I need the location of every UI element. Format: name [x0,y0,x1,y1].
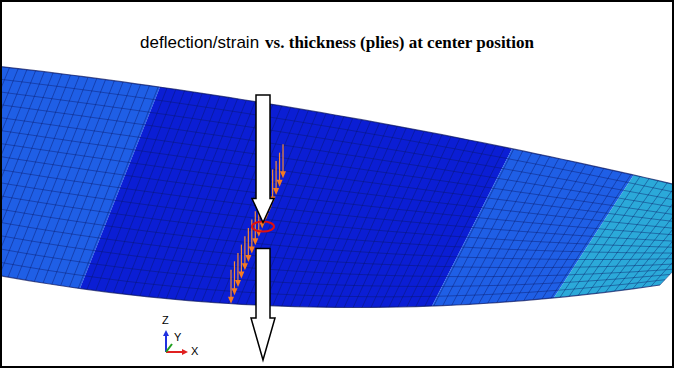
load-arrow [241,245,242,274]
load-arrow [230,270,231,299]
load-arrow [237,253,238,282]
y-axis [166,344,172,352]
mesh-line [0,199,674,268]
axis-label: X [191,345,198,357]
mesh-line [0,83,674,211]
load-arrowhead [280,171,286,178]
load-arrow [248,228,249,257]
pointer-arrow [251,249,275,361]
mesh-line [0,72,44,269]
mesh-line [596,185,674,294]
load-arrow [244,236,245,265]
load-arrowhead [235,280,241,287]
load-arrowhead [232,288,238,295]
mesh-line [551,174,631,298]
load-arrowhead [249,247,255,254]
load-arrowhead [242,263,248,270]
load-arrowhead [245,255,251,262]
pointer-arrow [251,95,275,360]
load-arrowhead [252,238,258,245]
mesh-line [578,181,658,296]
annotation-text: vs. thickness (plies) at center position [265,33,534,52]
mesh-line [0,70,27,266]
load-arrow [255,211,256,240]
load-arrowhead [277,180,283,187]
mesh-line [0,187,674,259]
load-arrowhead [238,272,244,279]
mesh-line [0,118,674,227]
mesh-line [660,200,674,285]
x-axis-head [182,349,188,355]
mesh-line [0,73,53,271]
mesh-line [624,191,674,290]
z-axis [165,334,167,352]
load-arrowhead [228,297,234,304]
load-arrow [275,161,276,190]
load-arrow [234,261,235,290]
mesh-line [0,233,665,296]
axis-label: Z [162,314,169,326]
pointer-arrow [252,95,274,223]
mesh-line [605,187,674,292]
load-arrow [272,169,273,198]
mesh-line [569,179,649,297]
axis-label: Y [174,331,181,343]
mesh-line [587,183,667,295]
mesh-line [0,129,674,232]
mesh-line [0,153,674,243]
mesh-line [615,189,674,291]
x-axis [166,351,184,353]
load-arrowhead [273,188,279,195]
mesh-line [0,106,674,221]
mesh-line [560,176,640,297]
mesh-line [0,75,71,274]
axis-triad [163,330,188,355]
shell-mesh [0,60,674,308]
title-row: deflection/strain vs. thickness (plies) a… [0,33,674,53]
load-arrow [282,144,283,173]
annotation-text: deflection/strain [140,33,259,52]
mesh-line [0,60,674,200]
z-axis-head [163,330,169,336]
mesh-line [651,198,674,287]
load-arrow [279,153,280,182]
mesh-line [642,196,674,288]
